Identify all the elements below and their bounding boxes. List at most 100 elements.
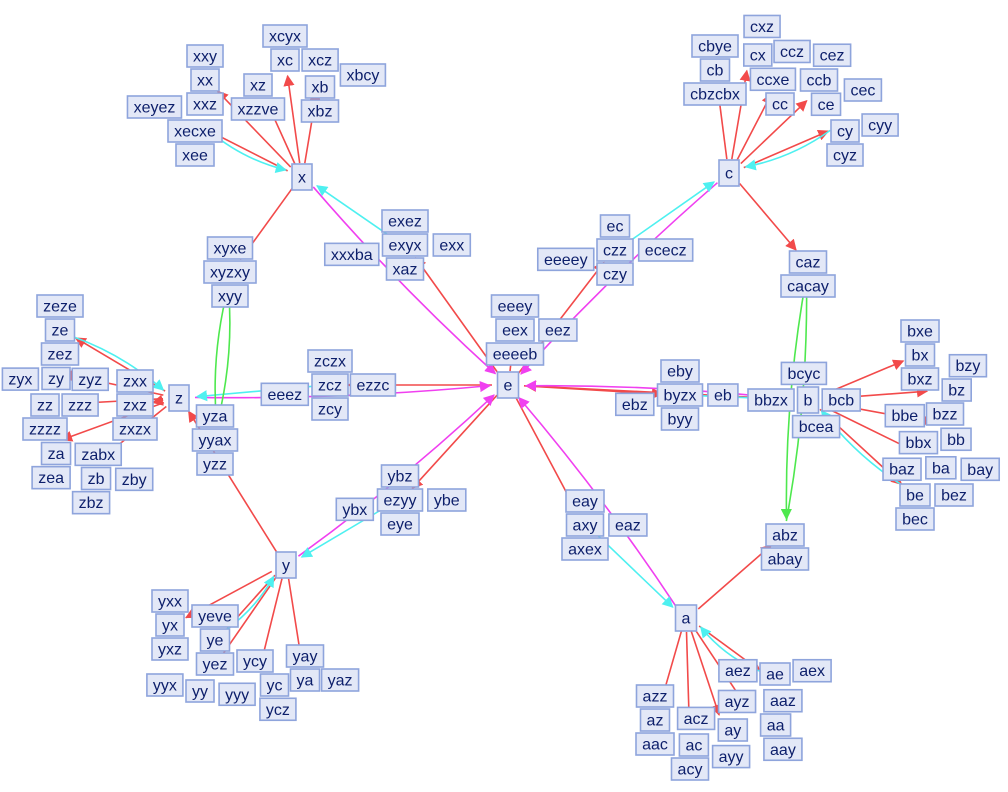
- hub-node-e[interactable]: e: [496, 371, 520, 399]
- cluster-node-ezzc[interactable]: ezzc: [349, 373, 397, 397]
- cluster-node-zby[interactable]: zby: [114, 467, 154, 492]
- cluster-node-eeeey[interactable]: eeeey: [536, 247, 595, 272]
- cluster-node-eb[interactable]: eb: [707, 383, 739, 407]
- cluster-node-ce[interactable]: ce: [810, 92, 842, 117]
- hub-node-a[interactable]: a: [674, 604, 698, 632]
- cluster-node-cc[interactable]: cc: [765, 92, 795, 116]
- cluster-node-ybx[interactable]: ybx: [335, 497, 375, 522]
- cluster-node-czz[interactable]: czz: [596, 238, 634, 262]
- cluster-node-zxz[interactable]: zxz: [116, 393, 154, 417]
- cluster-node-exez[interactable]: exez: [381, 209, 429, 233]
- hub-node-z[interactable]: z: [168, 384, 190, 412]
- cluster-node-ycz[interactable]: ycz: [259, 697, 297, 722]
- cluster-node-byy[interactable]: byy: [660, 407, 700, 431]
- cluster-node-bcea[interactable]: bcea: [791, 414, 841, 439]
- cluster-node-yxz[interactable]: yxz: [151, 637, 189, 661]
- cluster-node-zea[interactable]: zea: [31, 465, 71, 490]
- cluster-node-zyx[interactable]: zyx: [1, 367, 40, 391]
- cluster-node-yyy[interactable]: yyy: [218, 682, 256, 707]
- hub-node-b[interactable]: b: [796, 386, 820, 414]
- cluster-node-ccb[interactable]: ccb: [799, 68, 839, 92]
- cluster-node-yx[interactable]: yx: [155, 613, 185, 637]
- cluster-node-zy[interactable]: zy: [41, 366, 71, 391]
- cluster-node-bcyc[interactable]: bcyc: [780, 361, 828, 386]
- cluster-node-cy[interactable]: cy: [830, 119, 860, 143]
- cluster-node-ac[interactable]: ac: [678, 733, 710, 757]
- cluster-node-cyz[interactable]: cyz: [826, 143, 864, 167]
- cluster-node-bez[interactable]: bez: [934, 483, 974, 507]
- cluster-node-ccz[interactable]: ccz: [773, 39, 811, 64]
- cluster-node-eeez[interactable]: eeez: [260, 382, 310, 407]
- cluster-node-zcy[interactable]: zcy: [311, 397, 349, 421]
- cluster-node-zczx[interactable]: zczx: [307, 349, 353, 373]
- cluster-node-cec[interactable]: cec: [843, 78, 883, 102]
- cluster-node-yc[interactable]: yc: [259, 673, 290, 697]
- cluster-node-bxz[interactable]: bxz: [900, 367, 940, 391]
- cluster-node-zz[interactable]: zz: [30, 393, 60, 417]
- cluster-node-bbzx[interactable]: bbzx: [747, 388, 795, 412]
- cluster-node-yeve[interactable]: yeve: [191, 604, 239, 628]
- cluster-node-yay[interactable]: yay: [285, 644, 325, 668]
- cluster-node-zxx[interactable]: zxx: [116, 369, 154, 393]
- cluster-node-bbe[interactable]: bbe: [884, 403, 926, 428]
- cluster-node-zez[interactable]: zez: [40, 342, 80, 366]
- cluster-node-cb[interactable]: cb: [699, 58, 731, 82]
- cluster-node-ba[interactable]: ba: [925, 455, 957, 480]
- cluster-node-za[interactable]: za: [40, 441, 72, 466]
- cluster-node-xzzve[interactable]: xzzve: [230, 97, 286, 121]
- cluster-node-ybz[interactable]: ybz: [380, 464, 420, 488]
- cluster-node-ec[interactable]: ec: [599, 214, 631, 238]
- cluster-node-bzy[interactable]: bzy: [948, 353, 988, 378]
- cluster-node-zyz[interactable]: zyz: [71, 367, 110, 392]
- cluster-node-zxzx[interactable]: zxzx: [112, 417, 158, 441]
- cluster-node-cacay[interactable]: cacay: [780, 274, 836, 298]
- cluster-node-ezyy[interactable]: ezyy: [376, 488, 424, 512]
- cluster-node-ze[interactable]: ze: [44, 318, 76, 342]
- cluster-node-ececz[interactable]: ececz: [637, 238, 694, 262]
- cluster-node-xxxba[interactable]: xxxba: [323, 242, 380, 267]
- cluster-node-xz[interactable]: xz: [243, 73, 273, 97]
- cluster-node-eby[interactable]: eby: [660, 359, 700, 383]
- hub-node-c[interactable]: c: [718, 159, 740, 187]
- cluster-node-exyx[interactable]: exyx: [381, 233, 429, 257]
- cluster-node-axy[interactable]: axy: [565, 513, 605, 537]
- cluster-node-bay[interactable]: bay: [960, 457, 1001, 482]
- cluster-node-bz[interactable]: bz: [941, 378, 973, 402]
- cluster-node-czy[interactable]: czy: [596, 262, 634, 286]
- hub-node-y[interactable]: y: [275, 551, 297, 579]
- cluster-node-byzx[interactable]: byzx: [656, 383, 704, 407]
- cluster-node-bbx[interactable]: bbx: [898, 430, 939, 455]
- cluster-node-zeze[interactable]: zeze: [36, 294, 84, 318]
- cluster-node-bxe[interactable]: bxe: [900, 319, 940, 343]
- cluster-node-eeeeb[interactable]: eeeeb: [485, 342, 545, 366]
- cluster-node-aex[interactable]: aex: [792, 658, 832, 683]
- cluster-node-zzz[interactable]: zzz: [61, 393, 99, 417]
- cluster-node-cez[interactable]: cez: [812, 43, 852, 68]
- cluster-node-xcyx[interactable]: xcyx: [262, 24, 308, 48]
- cluster-node-cbye[interactable]: cbye: [691, 34, 739, 58]
- hub-node-x[interactable]: x: [291, 163, 313, 191]
- cluster-node-xc[interactable]: xc: [270, 48, 300, 72]
- cluster-node-bzz[interactable]: bzz: [925, 402, 965, 426]
- cluster-node-ebz[interactable]: ebz: [614, 392, 655, 417]
- cluster-node-bb[interactable]: bb: [940, 427, 972, 452]
- cluster-node-ybe[interactable]: ybe: [426, 488, 467, 512]
- cluster-node-az[interactable]: az: [639, 708, 671, 732]
- cluster-node-axex[interactable]: axex: [561, 537, 609, 561]
- cluster-node-ay[interactable]: ay: [717, 718, 749, 742]
- cluster-node-aez[interactable]: aez: [718, 658, 758, 683]
- cluster-node-ae[interactable]: ae: [759, 662, 791, 686]
- cluster-node-yy[interactable]: yy: [185, 679, 215, 703]
- cluster-node-xyy[interactable]: xyy: [211, 284, 249, 308]
- cluster-node-aa[interactable]: aa: [759, 713, 792, 737]
- cluster-node-zabx[interactable]: zabx: [74, 442, 123, 467]
- cluster-node-eeey[interactable]: eeey: [490, 294, 540, 318]
- cluster-node-exx[interactable]: exx: [432, 233, 472, 257]
- cluster-node-abay[interactable]: abay: [760, 547, 810, 571]
- cluster-node-xecxe[interactable]: xecxe: [167, 119, 223, 143]
- cluster-node-yyx[interactable]: yyx: [146, 673, 184, 697]
- cluster-node-ccxe[interactable]: ccxe: [749, 67, 797, 92]
- cluster-node-xxy[interactable]: xxy: [186, 44, 224, 68]
- cluster-node-azz[interactable]: azz: [635, 684, 675, 708]
- cluster-node-zb[interactable]: zb: [80, 466, 112, 491]
